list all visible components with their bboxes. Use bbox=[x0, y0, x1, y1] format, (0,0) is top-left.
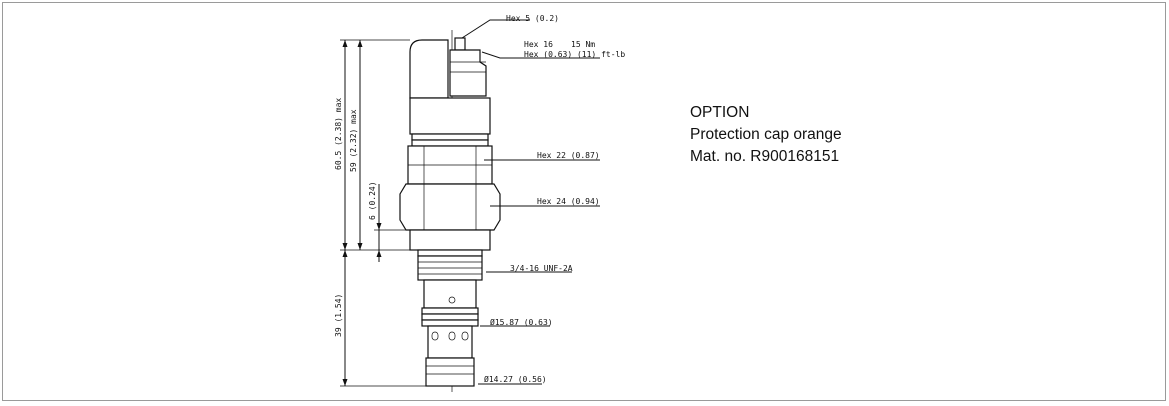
protection-cap bbox=[409, 39, 449, 99]
neck bbox=[409, 229, 491, 251]
hole-2 bbox=[448, 331, 456, 341]
label-hex16: Hex 16 bbox=[524, 40, 553, 49]
label-hex24: Hex 24 (0.94) bbox=[537, 197, 600, 206]
option-line-2: Mat. no. R900168151 bbox=[690, 148, 840, 165]
hex5-stub bbox=[454, 37, 466, 51]
seal-ring-2 bbox=[421, 313, 479, 321]
label-dia-lower: Ø14.27 (0.56) bbox=[484, 374, 547, 384]
groove-2 bbox=[411, 139, 489, 147]
label-hex16-torque: 15 Nm bbox=[571, 40, 595, 49]
label-thread: 3/4-16 UNF-2A bbox=[510, 264, 573, 273]
tip bbox=[425, 357, 475, 387]
leader-hex5 bbox=[461, 19, 530, 39]
label-lower: 39 (1.54) bbox=[334, 294, 343, 337]
label-hex5: Hex 5 (0.2) bbox=[506, 14, 559, 23]
label-overall-max: 60.5 (2.38) max bbox=[334, 98, 343, 170]
drawing-frame bbox=[2, 2, 1166, 401]
port-hole bbox=[448, 296, 456, 304]
thread-shoulder bbox=[417, 249, 483, 257]
groove-1 bbox=[411, 133, 489, 141]
option-heading: OPTION bbox=[690, 104, 750, 121]
option-line-1: Protection cap orange bbox=[690, 126, 842, 143]
label-hex16-b: Hex (0.63) (11) ft-lb bbox=[524, 50, 625, 59]
upper-body bbox=[409, 97, 491, 135]
spool-upper bbox=[423, 279, 477, 309]
hex24-body bbox=[399, 183, 501, 231]
label-dia-upper: Ø15.87 (0.63) bbox=[490, 317, 553, 327]
seal-ring-3 bbox=[421, 319, 479, 327]
hex16-nut bbox=[449, 49, 487, 97]
spool-lower bbox=[427, 325, 473, 359]
label-upper-max: 59 (2.32) max bbox=[349, 109, 358, 172]
label-hex-offset: 6 (0.24) bbox=[368, 181, 377, 220]
label-hex22: Hex 22 (0.87) bbox=[537, 151, 600, 160]
hole-3 bbox=[461, 331, 469, 341]
leader-hex16 bbox=[481, 51, 600, 59]
hole-1 bbox=[431, 331, 439, 341]
seal-ring-1 bbox=[421, 307, 479, 315]
